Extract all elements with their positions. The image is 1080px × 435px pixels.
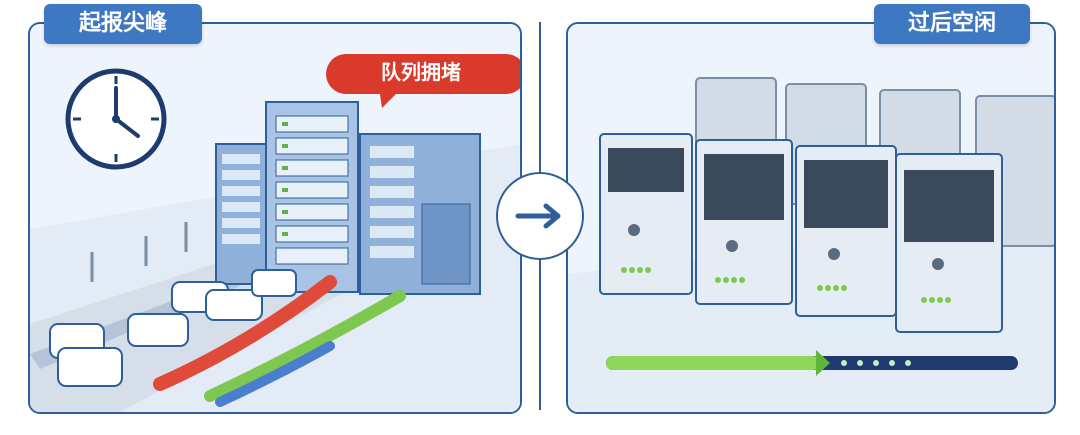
idle-scene — [568, 24, 1054, 412]
idle-progress-track — [606, 350, 1018, 376]
peak-panel — [28, 22, 522, 414]
idle-panel — [566, 22, 1056, 414]
idle-title: 过后空闲 — [874, 4, 1030, 44]
car-queue — [49, 269, 297, 387]
server-rack-left — [215, 143, 267, 285]
server-front-2 — [695, 139, 793, 305]
queue-lane-red — [153, 275, 337, 391]
queue-lane-blue — [215, 341, 335, 407]
server-front-1 — [599, 133, 693, 295]
server-front-4 — [895, 153, 1003, 333]
lamp-posts — [90, 222, 188, 282]
peak-scene — [30, 24, 520, 412]
server-rack-center — [265, 101, 359, 293]
peak-title: 起报尖峰 — [44, 4, 202, 44]
clock-icon — [65, 68, 167, 170]
congestion-bubble — [326, 54, 520, 108]
congestion-callout: 队列拥堵 — [381, 60, 461, 84]
server-rack-right — [359, 133, 481, 295]
queue-lane-green — [204, 290, 406, 402]
server-front-3 — [795, 145, 897, 317]
arrow-right-icon — [515, 203, 561, 229]
transition-arrow — [496, 172, 584, 260]
